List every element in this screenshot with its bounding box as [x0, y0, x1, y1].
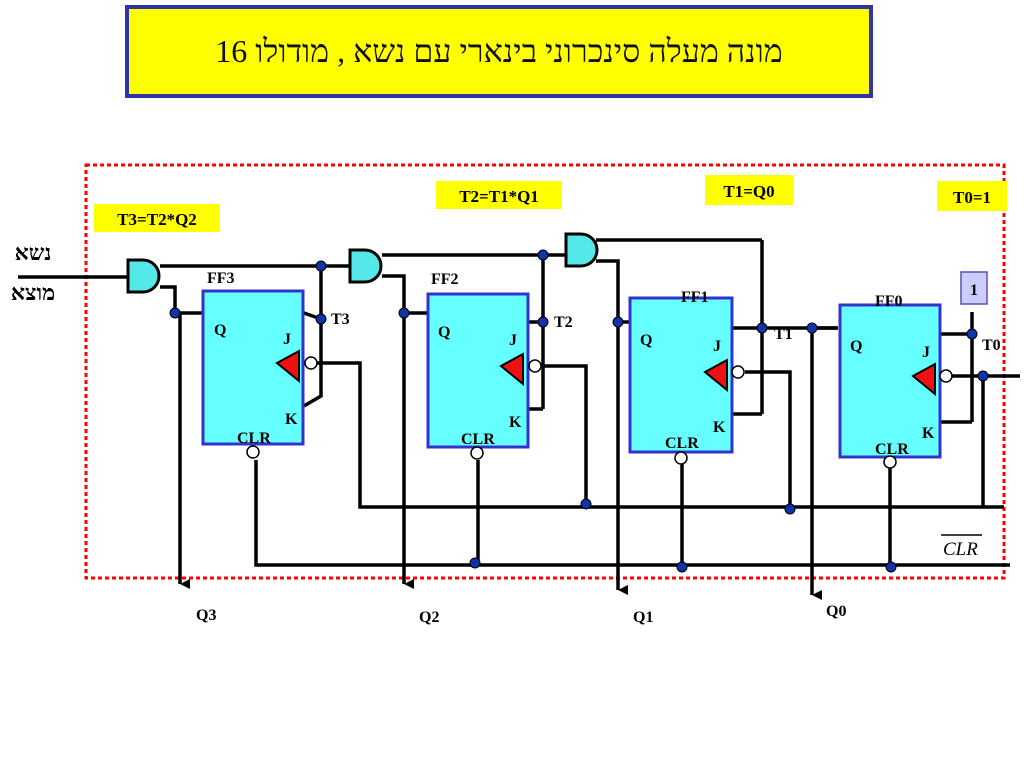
- t3-label: T3: [331, 311, 350, 328]
- equation-t3: T3=T2*Q2: [117, 210, 197, 229]
- ff3-k-pin: K: [285, 411, 298, 428]
- ff0-name: FF0: [875, 293, 903, 310]
- ff0-clr-pin: CLR: [875, 441, 909, 458]
- q1-label: Q1: [633, 609, 653, 626]
- constant-one-value: 1: [970, 282, 978, 299]
- ff2-k-pin: K: [509, 414, 522, 431]
- clr-line-label: CLR: [943, 539, 978, 560]
- ff2-j-pin: J: [509, 332, 517, 349]
- equation-t1: T1=Q0: [723, 182, 774, 201]
- ff1-q-pin: Q: [640, 332, 652, 349]
- equation-t0: T0=1: [953, 188, 991, 207]
- equation-labels: T3=T2*Q2 T2=T1*Q1 T1=Q0 T0=1: [94, 175, 1007, 232]
- ff0-j-pin: J: [922, 344, 930, 361]
- t2-label: T2: [554, 314, 573, 331]
- t1-label: T1: [774, 326, 793, 343]
- ff0-k-pin: K: [922, 425, 935, 442]
- constant-one-box: [960, 271, 988, 305]
- ff0-clock-bubble-icon: [939, 369, 953, 383]
- junction-nodes: [169, 249, 989, 573]
- ff2-name: FF2: [431, 271, 459, 288]
- ff0-clr-bubble-icon: [883, 455, 897, 469]
- flip-flop-labels: FF3 Q J K CLR FF2 Q J K CLR FF1 Q J K CL…: [207, 270, 935, 458]
- and-gate-t2: [348, 248, 383, 284]
- q3-label: Q3: [196, 607, 216, 624]
- ff1-clock-bubble-icon: [731, 365, 745, 379]
- output-arrows: [178, 313, 822, 600]
- ff1-k-pin: K: [713, 419, 726, 436]
- ff3-clock-icon: [275, 349, 300, 384]
- ff2-clock-bubble-icon: [528, 359, 542, 373]
- ff1-clr-pin: CLR: [665, 435, 699, 452]
- slide-title: מונה מעלה סינכרוני בינארי עם נשא , מודול…: [215, 33, 783, 69]
- ff1-j-pin: J: [713, 338, 721, 355]
- ff3-clr-pin: CLR: [237, 430, 271, 447]
- ff1-clr-bubble-icon: [674, 451, 688, 465]
- and-gate-t1: [564, 232, 599, 268]
- ff2-clr-bubble-icon: [470, 446, 484, 460]
- ff0-clock-icon: [911, 362, 936, 397]
- q2-label: Q2: [419, 609, 439, 626]
- ff3-q-pin: Q: [214, 322, 226, 339]
- ff1-clock-icon: [703, 358, 728, 393]
- ff3-clr-bubble-icon: [246, 445, 260, 459]
- signal-labels: T3 T2 T1 T0: [331, 311, 1001, 354]
- carry-out-label: נשא מוצא: [10, 240, 56, 305]
- output-labels: Q3 Q2 Q1 Q0: [196, 603, 846, 626]
- equation-t2: T2=T1*Q1: [459, 187, 539, 206]
- title-box: מונה מעלה סינכרוני בינארי עם נשא , מודול…: [125, 5, 873, 98]
- q0-label: Q0: [826, 603, 846, 620]
- t0-label: T0: [982, 337, 1001, 354]
- ff2-clr-pin: CLR: [461, 431, 495, 448]
- and-gate-t3: [126, 258, 161, 294]
- ff1-name: FF1: [681, 289, 709, 306]
- ff2-q-pin: Q: [438, 324, 450, 341]
- ff3-clock-bubble-icon: [304, 356, 318, 370]
- ff3-j-pin: J: [283, 331, 291, 348]
- and-gates: [126, 232, 599, 294]
- ff2-clock-icon: [499, 352, 524, 387]
- ff3-name: FF3: [207, 270, 235, 287]
- clock-inputs: [246, 349, 953, 469]
- circuit-boundary: [84, 163, 1006, 580]
- ff0-q-pin: Q: [850, 338, 862, 355]
